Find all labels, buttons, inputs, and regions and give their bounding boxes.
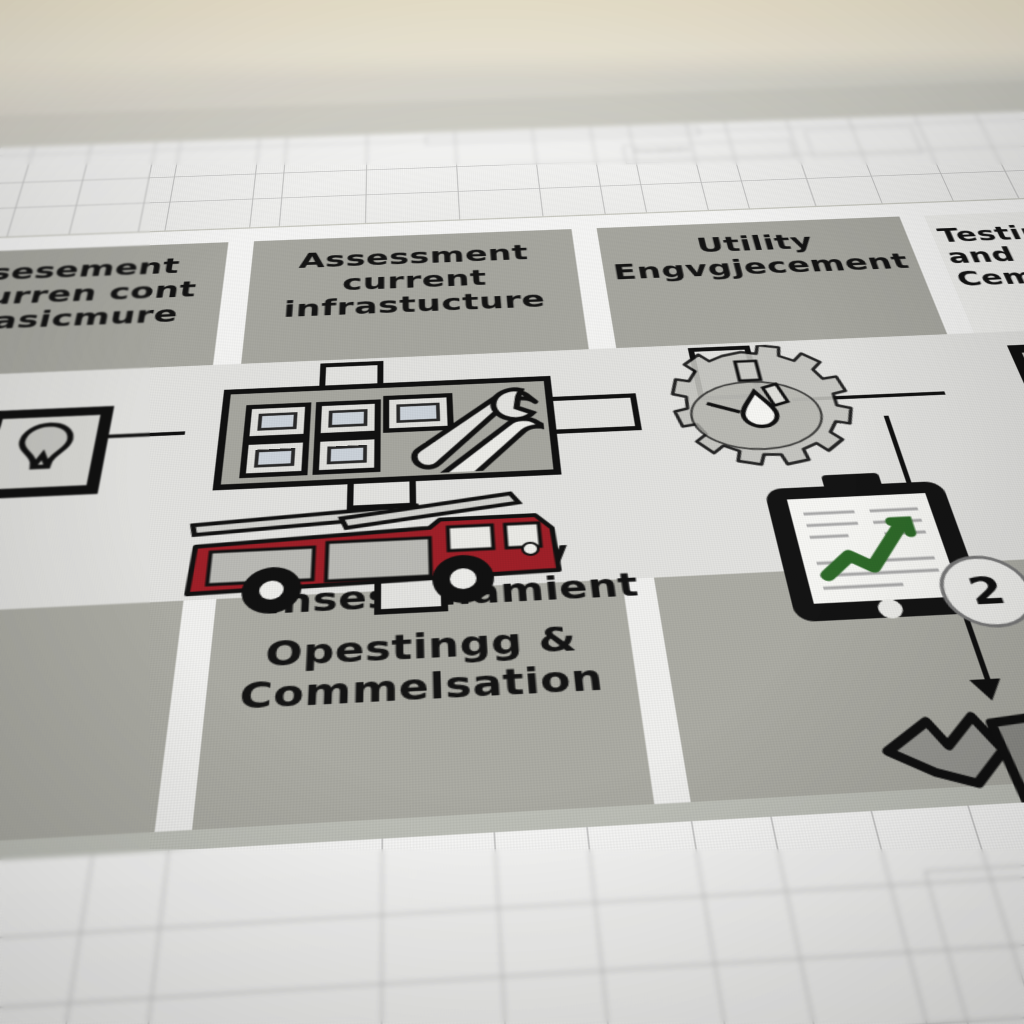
- panel-testing-label: Testing and Cemmesmgatn: [934, 219, 1024, 291]
- main-diagram-sheet: Assesement of curren cont Infrasicmure A…: [0, 196, 1024, 860]
- panel-assessment-left[interactable]: Assesement of curren cont Infrasicmure: [0, 242, 229, 380]
- panel-utility[interactable]: Utility Engvgjecement: [596, 216, 948, 349]
- panel-assessment-left-label: Assesement of curren cont Infrasicmure: [0, 253, 199, 339]
- panel-operating-label: Opestingg & Commelsation: [237, 619, 606, 719]
- wrench-icon: [373, 386, 549, 476]
- panel-stakeholder-label: nger vament: [0, 640, 184, 745]
- panels-and-wrenches-icon: [212, 375, 562, 491]
- panel-assessment-label: Assessment current infrastucture: [282, 240, 547, 324]
- lightbulb-icon: [0, 405, 115, 500]
- gear-plug-icon: [631, 341, 894, 494]
- fire-truck-icon: [172, 485, 584, 623]
- clipboard-chart-icon: 2: [753, 468, 1024, 630]
- paper-sheet-perspective: Finsmtpbhths Assesement of curren cont I…: [0, 80, 1024, 1024]
- panel-assessment[interactable]: Assessment current infrastucture: [241, 229, 589, 364]
- panel-utility-label: Utility Engvgjecement: [611, 229, 913, 285]
- panel-stakeholder[interactable]: nger vament: [0, 600, 184, 859]
